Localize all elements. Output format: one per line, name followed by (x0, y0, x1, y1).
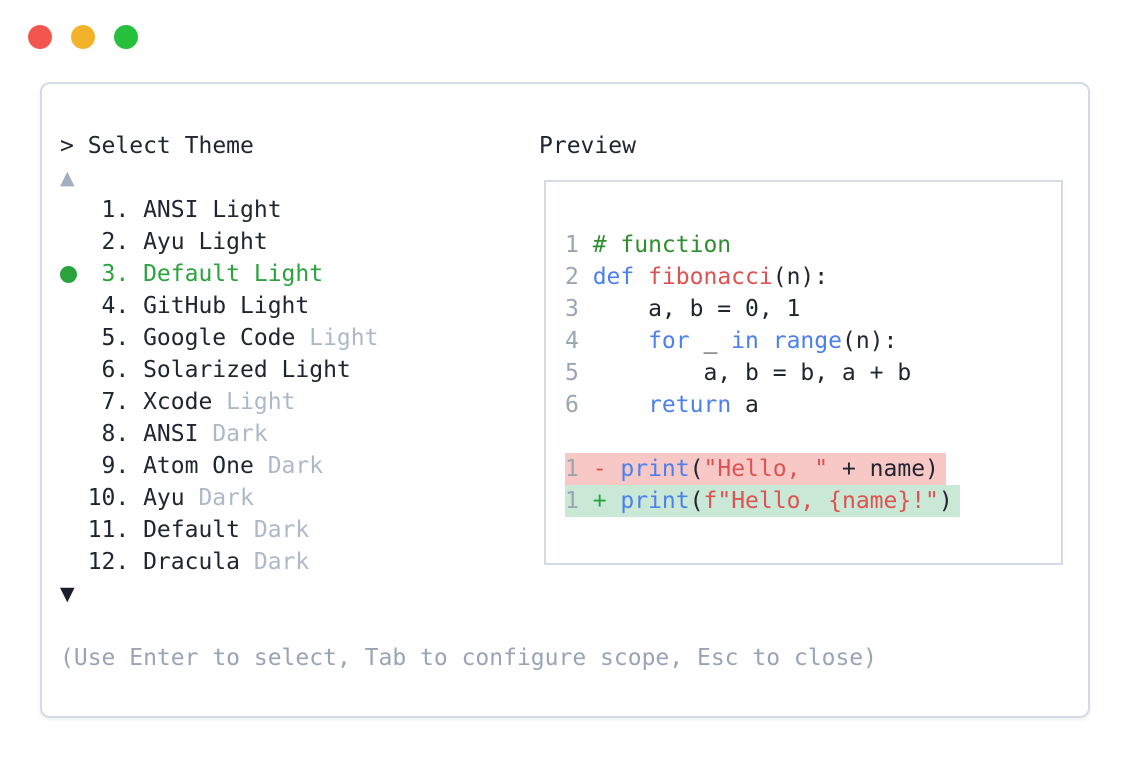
theme-number: 4. (101, 293, 130, 319)
theme-number: 2. (101, 229, 130, 255)
line-number: 1 (565, 488, 579, 514)
theme-number: 6. (101, 357, 130, 383)
theme-list-item[interactable]: 10. Ayu Dark (60, 482, 378, 514)
theme-name: Dracula Dark (143, 549, 310, 575)
code-line: 1# function (565, 229, 1061, 261)
theme-number: 12. (87, 549, 130, 575)
theme-variant: Dark (198, 485, 254, 511)
theme-number: 9. (101, 453, 130, 479)
theme-variant: Dark (253, 549, 310, 575)
code-line: 6 return a (565, 389, 1061, 421)
maximize-button[interactable] (114, 25, 138, 49)
code-line: 4 for _ in range(n): (565, 325, 1061, 357)
theme-name: Solarized Light (143, 357, 351, 383)
diff-line-removed: 1- print("Hello, " + name) (565, 453, 1061, 485)
theme-list-item[interactable]: 5. Google Code Light (60, 322, 379, 354)
preview-title: Preview (539, 133, 636, 159)
theme-name: GitHub Light (143, 293, 310, 319)
theme-number: 11. (87, 517, 130, 543)
theme-name: Ayu Dark (143, 485, 254, 511)
theme-number: 7. (101, 389, 130, 415)
scroll-down-icon[interactable]: ▼ (60, 583, 75, 605)
line-number: 1 (565, 456, 579, 482)
minimize-button[interactable] (71, 25, 95, 49)
theme-list-item[interactable]: 2. Ayu Light (60, 226, 378, 258)
code-blank-line (565, 421, 1061, 453)
select-theme-prompt: > Select Theme (60, 133, 254, 159)
code-line: 3 a, b = 0, 1 (565, 293, 1061, 325)
line-number: 3 (565, 296, 579, 322)
theme-variant: Dark (253, 517, 310, 543)
theme-list-item[interactable]: 4. GitHub Light (60, 290, 378, 322)
theme-name: Default Light (143, 261, 324, 287)
theme-list-item[interactable]: 3. Default Light (60, 258, 378, 290)
theme-name: Google Code Light (143, 325, 379, 351)
theme-number: 10. (87, 485, 130, 511)
theme-name: ANSI Light (143, 197, 282, 223)
theme-variant: Light (212, 197, 282, 223)
theme-list-item[interactable]: 12. Dracula Dark (60, 546, 378, 578)
theme-picker-dialog: > Select Theme ▲ 1. ANSI Light 2. Ayu Light… (40, 82, 1090, 718)
window-controls (28, 25, 138, 49)
theme-number: 8. (101, 421, 130, 447)
theme-name: ANSI Dark (143, 421, 268, 447)
theme-number: 3. (101, 261, 130, 287)
keyboard-hint: (Use Enter to select, Tab to configure s… (60, 645, 877, 671)
line-number: 5 (565, 360, 579, 386)
line-number: 6 (565, 392, 579, 418)
theme-list-item[interactable]: 8. ANSI Dark (60, 418, 378, 450)
theme-variant: Light (198, 229, 268, 255)
theme-list: 1. ANSI Light 2. Ayu Light 3. Default Light 4.… (60, 194, 378, 578)
theme-name: Xcode Light (143, 389, 296, 415)
theme-name: Default Dark (143, 517, 310, 543)
theme-variant: Light (309, 325, 379, 351)
theme-list-item[interactable]: 1. ANSI Light (60, 194, 378, 226)
theme-name: Ayu Light (143, 229, 268, 255)
theme-variant: Dark (267, 453, 324, 479)
theme-number: 5. (101, 325, 130, 351)
diff-line-added: 1+ print(f"Hello, {name}!") (565, 485, 1061, 517)
line-number: 1 (565, 232, 579, 258)
scroll-up-icon[interactable]: ▲ (60, 167, 75, 189)
line-number: 4 (565, 328, 579, 354)
theme-variant: Light (240, 293, 310, 319)
theme-list-item[interactable]: 11. Default Dark (60, 514, 378, 546)
theme-list-item[interactable]: 9. Atom One Dark (60, 450, 378, 482)
line-number: 2 (565, 264, 579, 290)
theme-name: Atom One Dark (143, 453, 324, 479)
code-line: 5 a, b = b, a + b (565, 357, 1061, 389)
theme-variant: Dark (212, 421, 268, 447)
theme-variant: Light (226, 389, 296, 415)
theme-variant: Light (281, 357, 351, 383)
theme-variant: Light (253, 261, 324, 287)
theme-number: 1. (101, 197, 130, 223)
theme-list-item[interactable]: 7. Xcode Light (60, 386, 378, 418)
close-button[interactable] (28, 25, 52, 49)
theme-list-item[interactable]: 6. Solarized Light (60, 354, 378, 386)
